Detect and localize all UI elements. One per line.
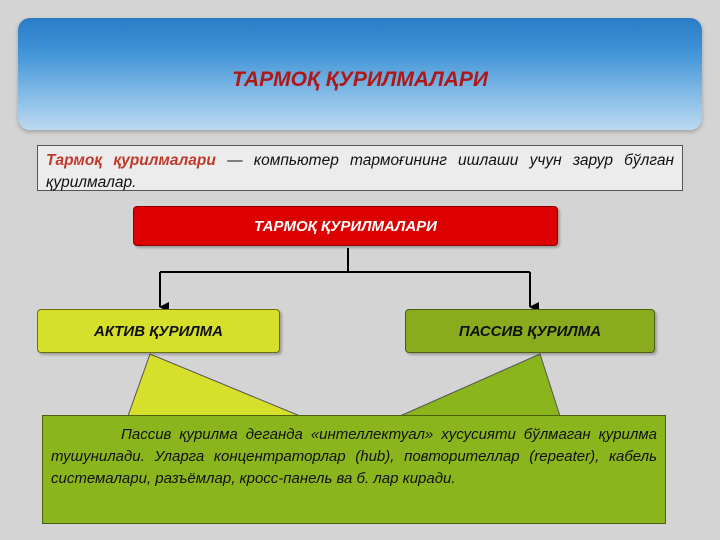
definition-text: — компьютер тармоғининг ишлаши учун зару… xyxy=(46,152,674,191)
callout-box: Пассив қурилма деганда «интеллектуал» ху… xyxy=(42,415,666,524)
callout-text: Пассив қурилма деганда «интеллектуал» ху… xyxy=(51,426,657,487)
callout-pointer-right xyxy=(399,353,561,417)
definition-term: Тармоқ қурилмалари xyxy=(46,152,216,169)
page-title: ТАРМОҚ ҚУРИЛМАЛАРИ xyxy=(231,68,489,91)
active-device-node: АКТИВ ҚУРИЛМА xyxy=(37,309,280,353)
root-node: ТАРМОҚ ҚУРИЛМАЛАРИ xyxy=(133,206,558,246)
callout-pointer-left xyxy=(127,353,301,417)
active-device-label: АКТИВ ҚУРИЛМА xyxy=(94,322,223,340)
passive-device-node: ПАССИВ ҚУРИЛМА xyxy=(405,309,655,353)
root-node-label: ТАРМОҚ ҚУРИЛМАЛАРИ xyxy=(254,217,437,235)
title-banner: ТАРМОҚ ҚУРИЛМАЛАРИ xyxy=(18,18,702,130)
definition-box: Тармоқ қурилмалари — компьютер тармоғини… xyxy=(37,145,683,191)
passive-device-label: ПАССИВ ҚУРИЛМА xyxy=(458,322,602,340)
